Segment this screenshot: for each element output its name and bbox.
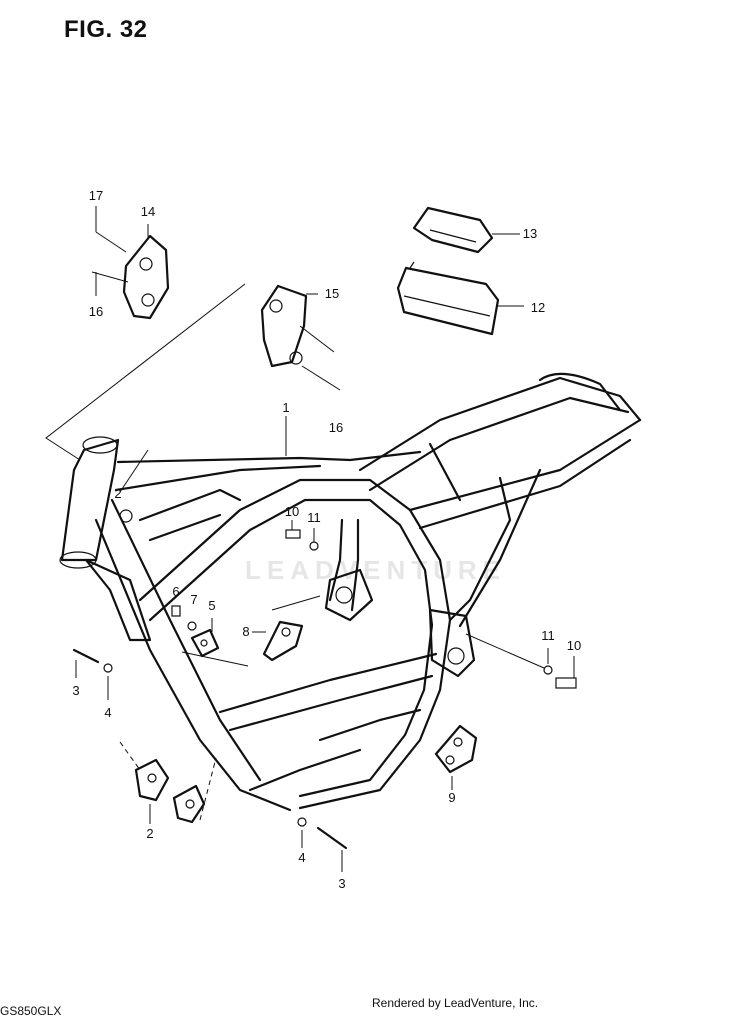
callout-2: 2 xyxy=(146,826,153,841)
callout-11: 11 xyxy=(307,510,321,525)
part-2-plate-lower xyxy=(134,758,206,824)
callout-10: 10 xyxy=(567,638,581,653)
callout-1: 1 xyxy=(282,400,289,415)
callout-4: 4 xyxy=(104,705,111,720)
footer-credit: Rendered by LeadVenture, Inc. xyxy=(372,996,539,1010)
callout-12: 12 xyxy=(531,300,545,315)
part-5-plate xyxy=(190,628,220,658)
part-10-11-bolt-right xyxy=(543,665,577,689)
part-10-11-bolt-center xyxy=(285,529,319,551)
part-3-4-bolt-center xyxy=(297,817,348,850)
callout-16: 16 xyxy=(329,420,343,435)
callout-4: 4 xyxy=(298,850,305,865)
part-3-4-bolt-left xyxy=(72,648,113,673)
callout-15: 15 xyxy=(325,286,339,301)
part-12-box xyxy=(396,261,500,336)
callout-13: 13 xyxy=(523,226,537,241)
callout-3: 3 xyxy=(338,876,345,891)
callout-16: 16 xyxy=(89,304,103,319)
callout-8: 8 xyxy=(242,624,249,639)
part-6-7-bolt xyxy=(171,605,197,631)
part-1-main-frame xyxy=(59,372,642,812)
footer-model-code: GS850GLX xyxy=(0,1004,62,1018)
part-15-bracket xyxy=(260,284,308,368)
callout-5: 5 xyxy=(208,598,215,613)
callout-6: 6 xyxy=(172,584,179,599)
callout-10: 10 xyxy=(285,504,299,519)
watermark-text: LEADVENTURE xyxy=(245,555,507,585)
callout-14: 14 xyxy=(141,204,155,219)
callout-11: 11 xyxy=(541,628,555,643)
callout-2: 2 xyxy=(114,486,121,501)
part-9-bracket xyxy=(434,724,478,774)
figure-title: FIG. 32 xyxy=(64,16,148,43)
part-8-bracket xyxy=(262,620,304,662)
callout-9: 9 xyxy=(448,790,455,805)
part-13-cover xyxy=(412,206,494,254)
callout-7: 7 xyxy=(190,592,197,607)
part-14-plate xyxy=(122,234,170,320)
callout-17: 17 xyxy=(89,188,103,203)
callout-3: 3 xyxy=(72,683,79,698)
